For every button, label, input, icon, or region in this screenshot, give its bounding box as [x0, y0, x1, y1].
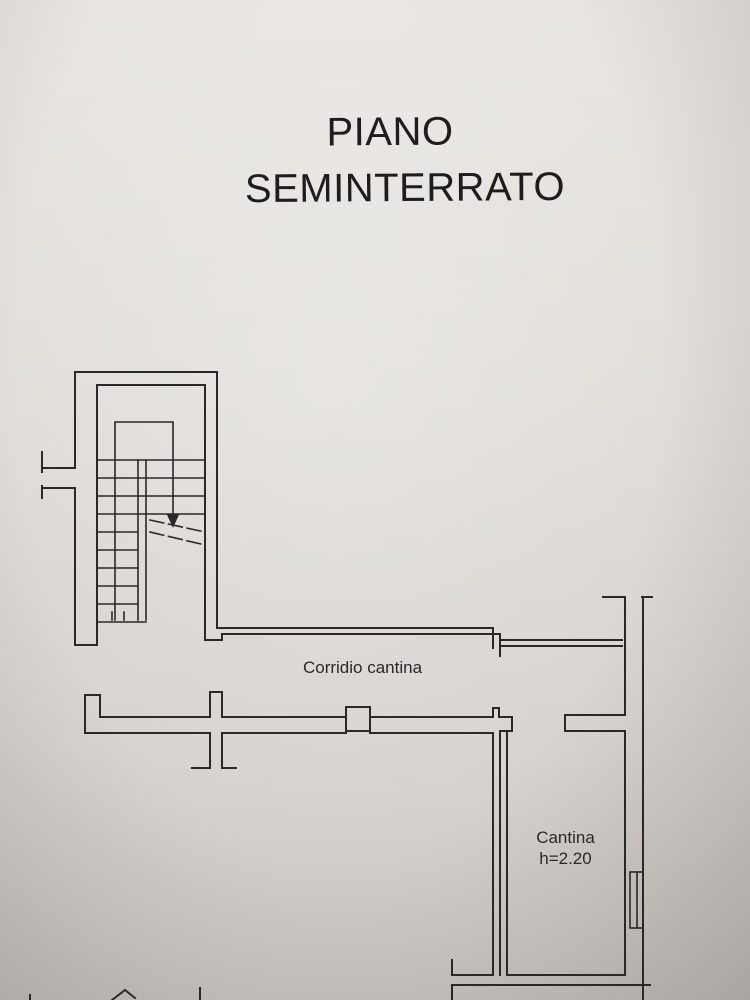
cantina-walls	[451, 596, 653, 1000]
room-label-cantina: Cantina	[536, 828, 595, 847]
cut-off-marks	[29, 987, 201, 1000]
stairwell-walls	[41, 371, 623, 657]
window	[629, 871, 644, 929]
room-label-corridor: Corridio cantina	[302, 658, 423, 677]
corridor-lower-wall	[84, 691, 513, 976]
stair-direction-arrow	[166, 514, 180, 528]
room-height-cantina: h=2.20	[539, 849, 592, 868]
staircase	[96, 421, 206, 623]
column	[345, 706, 371, 732]
